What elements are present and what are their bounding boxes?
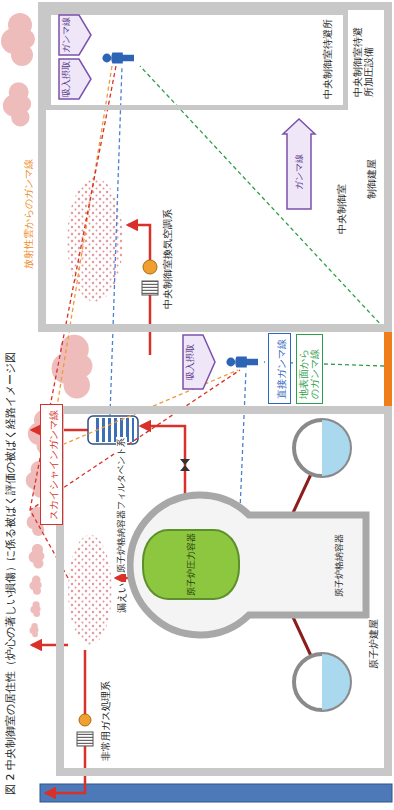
figure-caption: 図 2 中央制御室の居住性（炉心の著しい損傷）に係る被ばく評価の被ばく経路イメー… <box>4 352 17 795</box>
room-particles <box>67 178 123 302</box>
leaked-particles <box>68 535 112 645</box>
node-text: 中央制御室待避所 <box>322 18 334 100</box>
containment-vessel: 原子炉格納容器 原子炉圧力容器 <box>128 490 368 640</box>
node-text: ガンマ線 <box>294 154 305 190</box>
node-text: 直接ガンマ線 <box>276 339 287 399</box>
skyshine-box: スカイシャインガンマ線 <box>40 404 63 525</box>
arrow-shape <box>59 15 91 55</box>
node-text: 吸入摂取 <box>185 344 196 380</box>
node-text: 中央制御室 <box>336 183 348 235</box>
equipment-label: 中央制御室待避所加圧設備 <box>352 17 375 98</box>
node-text: 地表面からのガンマ線 <box>298 340 321 399</box>
person-figure <box>102 52 258 367</box>
ground-gamma-box: 地表面からのガンマ線 <box>296 334 323 404</box>
system-label: 中央制御室換気空調系 <box>162 208 173 310</box>
node-text: 原子炉格納容器 <box>334 534 345 597</box>
containment-outline <box>130 495 366 635</box>
shelter-room: 中央制御室待避所 ガンマ線吸入摂取 <box>46 10 348 110</box>
leak-label: 漏えい <box>116 582 128 614</box>
valve-symbol <box>180 459 190 471</box>
ground-surface <box>384 332 392 406</box>
gamma-arrow: ガンマ線 <box>58 14 92 56</box>
inhalation-arrow: 吸入摂取 <box>58 58 92 100</box>
arrow-shape <box>183 335 215 389</box>
gamma-arrow: ガンマ線 <box>282 118 316 210</box>
node-text: ガンマ線 <box>61 17 71 53</box>
system-label: 非常用ガス処理系 <box>100 680 112 762</box>
node-text: 原子炉圧力容器 <box>186 533 196 596</box>
pressure-vessel: 原子炉圧力容器 <box>142 529 240 600</box>
exhaust-stack <box>40 784 392 802</box>
arrow-shape <box>283 119 315 209</box>
system-label: 原子炉格納容器フィルタベント系 <box>116 437 127 574</box>
node-text: スカイシャインガンマ線 <box>48 410 59 520</box>
direct-gamma-box: 直接ガンマ線 <box>268 333 291 404</box>
arrow-shape <box>59 59 91 99</box>
inhalation-arrow: 吸入摂取 <box>182 334 216 390</box>
control-room: 中央制御室 ガンマ線 <box>46 110 358 324</box>
gas-treatment-unit <box>77 714 93 746</box>
node-text: 制御建屋 <box>366 158 378 200</box>
hvac-unit <box>142 260 158 295</box>
radiation-label: 放射性雲からのガンマ線 <box>23 158 35 270</box>
control-building: 制御建屋中央制御室ガンマ線中央制御室待避所ガンマ線吸入摂取 <box>38 2 392 332</box>
node-text: 吸入摂取 <box>61 61 71 97</box>
node-text: 原子炉建屋 <box>368 618 380 670</box>
